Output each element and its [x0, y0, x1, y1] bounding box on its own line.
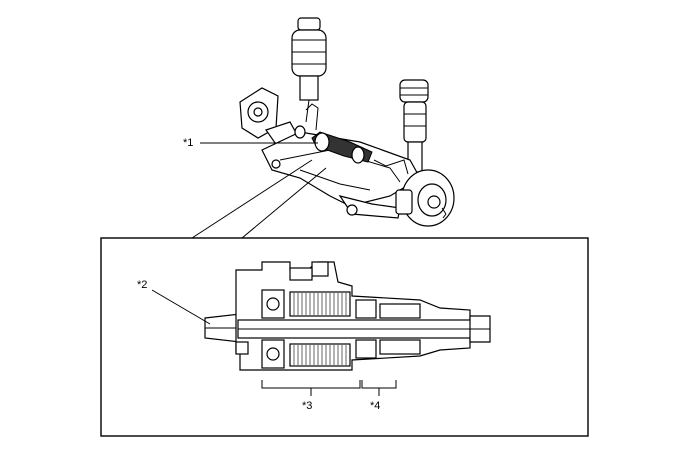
- callout-2-leader: [151, 289, 211, 325]
- subframe: [261, 131, 421, 219]
- stator-top-hatch: [293, 293, 347, 315]
- callout-1: *1: [183, 137, 193, 149]
- rear-steering-actuator-small: [294, 125, 373, 164]
- callout-3-bracket: [261, 380, 361, 389]
- left-knuckle: [239, 87, 301, 151]
- stabilizer-link-left: [305, 103, 319, 131]
- suspension-assembly: [239, 17, 455, 227]
- zoom-line-right: [241, 167, 327, 239]
- zoom-line-left: [191, 159, 313, 239]
- callout-4: *4: [370, 400, 380, 412]
- right-brake-disc: [395, 169, 455, 227]
- callout-4-bracket: [361, 380, 397, 389]
- stator-bottom-hatch: [293, 345, 347, 365]
- stabilizer-link-right: [373, 159, 409, 175]
- callout-2: *2: [137, 279, 147, 291]
- left-air-spring: [291, 17, 327, 123]
- callout-3: *3: [302, 400, 312, 412]
- detail-frame: [100, 237, 589, 437]
- actuator-cross-section: [204, 261, 491, 371]
